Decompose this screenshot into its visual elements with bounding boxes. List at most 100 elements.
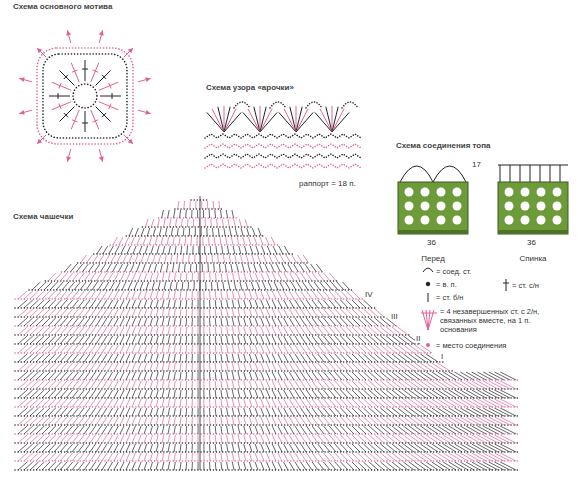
legend-text: = в. п. [436,280,457,289]
stitch-bar [102,113,106,117]
stitch-spoke [96,107,111,122]
mesh-hole [405,188,414,197]
section-title: Схема основного мотива [12,2,113,11]
chart-number: I [440,352,444,361]
fan-stitch [218,107,224,132]
arrow-head [66,156,71,161]
fan-stitch [296,112,313,132]
chain-arch [306,102,322,108]
fan-stitch [212,109,224,132]
chain-arch [270,102,286,108]
motif-chart [19,30,150,161]
mesh-hole [405,202,414,211]
stitch-row [48,273,336,281]
stitch-bar [64,75,68,79]
stitch-spoke [85,111,86,132]
panel-edge [498,230,568,234]
arrow-head [37,48,42,53]
stitch-spoke [52,82,71,90]
stitch-spoke [96,71,111,86]
arch-pattern-chart [205,102,361,168]
chain-symbol [426,282,430,286]
mesh-hole [453,188,462,197]
chain-row [15,352,432,353]
direction-arrow [124,48,133,57]
arrow-head [19,110,24,115]
stitch-bar [93,70,99,72]
chart-number: 17 [471,160,482,169]
stitch-spoke [71,63,79,82]
fan-stitch [224,112,241,132]
mesh-hole [537,188,546,197]
chain-row [15,298,363,299]
mesh-hole [553,216,562,225]
stitch-spoke [60,107,75,122]
legend-text: = 4 незавершенных ст. с 2/н, связанных в… [440,307,568,334]
panel-holes [405,188,562,225]
mesh-hole [421,216,430,225]
chain-round [37,48,133,144]
stitch-row [18,390,516,398]
stitch-row [18,372,516,380]
mesh-hole [521,202,530,211]
section-title: Схема чашечки [12,212,74,221]
chain-row [15,361,443,362]
stitch-bar [58,93,59,99]
arrow-head [128,139,133,144]
stitch-row [18,336,420,344]
mesh-hole [505,188,514,197]
fan-stitch [320,109,332,132]
stitch-row [64,264,322,272]
center-seam [200,196,201,470]
mesh-hole [453,202,462,211]
panel-caption: Перед [396,254,470,263]
stitch-row [162,210,234,218]
chain-arch [234,102,250,108]
legend-text: = ст. с/н [512,281,539,290]
arrow-head [145,110,150,115]
mesh-hole [505,202,514,211]
chart-number: III [390,312,399,321]
stitch-row [18,444,516,452]
stitch-spoke [49,96,70,97]
stitch-spoke [99,102,118,110]
stitch-bar [59,83,61,89]
stitch-row [18,309,384,317]
stitch-row [178,201,220,209]
stitch-row [18,453,516,461]
stitch-row [18,345,432,353]
mesh-hole [505,216,514,225]
stitch-bar [59,104,61,110]
back-panel [498,165,568,234]
chain-row [175,208,223,209]
stitch-row [18,300,372,308]
stitch-bar [72,120,78,122]
stitch-spoke [99,82,118,90]
chain-arch [342,102,358,108]
mesh-hole [421,188,430,197]
stitch-spoke [71,110,79,129]
chain-row [15,307,375,308]
stitch-row [18,327,408,335]
stitch-bar [109,83,111,89]
mesh-hole [521,216,530,225]
section-title: Схема соединения топа [395,141,492,150]
stitch-bar [93,120,99,122]
fan-stitch [224,106,225,132]
strap-lines [498,165,568,182]
stitch-row [32,282,350,290]
stitch-bar [82,123,88,124]
front-panel [398,166,468,234]
stitch-spoke [52,102,71,110]
arrow-head [145,77,150,82]
stitch-bar [112,93,113,99]
mesh-hole [437,188,446,197]
panel-node: Перед [396,150,470,263]
chart-number: II [415,334,421,343]
panel-caption: Спинка [496,254,570,263]
chain-zigzag [205,144,361,148]
mesh-hole [453,216,462,225]
section-title: Схема узора «арочки» [205,83,295,92]
fan-stitch [260,106,261,132]
stitch-row [18,426,516,434]
